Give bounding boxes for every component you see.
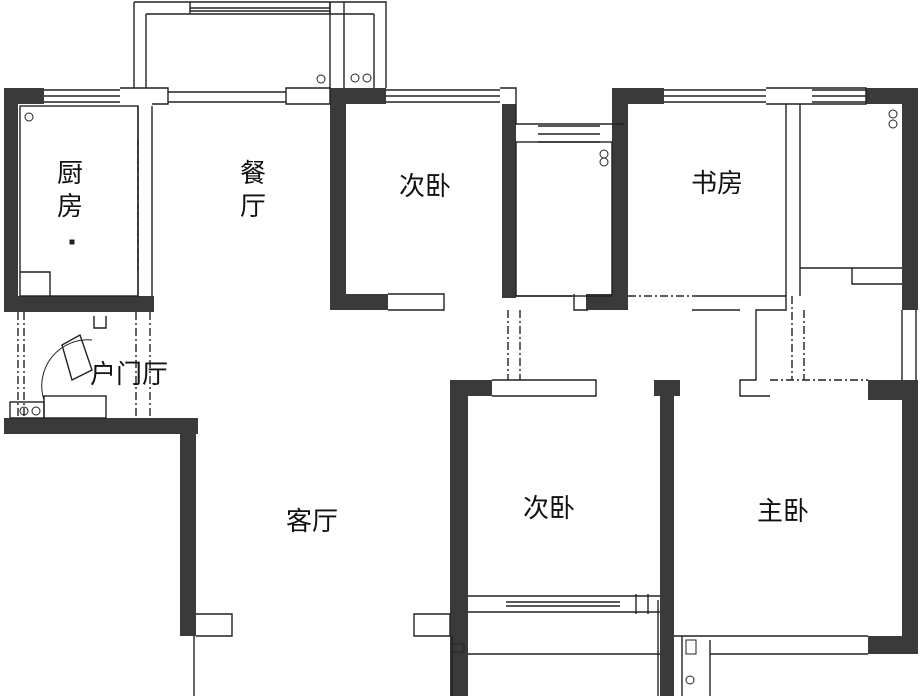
drain-icon-master — [685, 675, 695, 685]
kitchen-dot — [69, 239, 75, 245]
room-label-bedroom-south: 次卧 — [523, 494, 576, 524]
wall-kitchen-south — [4, 296, 154, 312]
study-south-wall — [692, 295, 787, 397]
entry-door-leaf — [61, 333, 93, 382]
master-south-window — [674, 635, 868, 696]
balcony-north-window — [190, 7, 330, 12]
wall-living-west — [180, 418, 196, 636]
wardrobe-line — [800, 267, 902, 285]
room-label-bedroom-north: 次卧 — [399, 172, 452, 202]
wall-bedroom-s-top — [450, 380, 492, 396]
walls — [4, 88, 918, 696]
bedroom-s-door-jamb — [492, 379, 597, 397]
fixtures — [19, 73, 898, 685]
fixture-master-box — [685, 639, 697, 655]
valve-icon-east-2 — [888, 119, 898, 129]
wall-bedroom-n-south — [330, 294, 388, 310]
thin-lines — [9, 1, 917, 696]
fixture-south-box — [451, 643, 465, 653]
wall-study-south — [586, 294, 628, 310]
bath-door-line — [516, 294, 588, 311]
bedroom-s-window-frame — [635, 594, 649, 614]
study-window — [664, 87, 867, 105]
entry-door-swing — [41, 339, 93, 401]
foyer-post — [93, 316, 107, 329]
drain-icon-balcony — [316, 74, 326, 84]
bath-outline — [515, 141, 613, 297]
foyer-east-dash — [135, 312, 151, 418]
kitchen-partition — [120, 87, 169, 296]
room-label-dining: 餐厅 — [239, 159, 266, 222]
valve-icon-foyer-1 — [19, 406, 29, 416]
dining-window — [168, 87, 331, 105]
master-closet-dash — [770, 296, 868, 381]
wall-study-west — [612, 88, 628, 310]
valve-icon-2 — [362, 73, 372, 83]
wall-bedroom-n-east — [502, 104, 516, 298]
corridor-dash — [507, 310, 521, 380]
valve-icon-1 — [350, 73, 360, 83]
kitchen-sink — [20, 271, 51, 296]
foyer-shoe-cabinet — [43, 395, 107, 419]
wall-foyer-south — [4, 418, 198, 434]
wall-kitchen-north-left — [4, 88, 44, 104]
valve-icon-kitchen — [24, 112, 34, 122]
valve-icon-bath-1 — [599, 149, 609, 159]
living-south-opening — [193, 636, 660, 696]
balcony-north-outline — [133, 1, 387, 88]
east-window-mid — [901, 310, 917, 380]
room-label-kitchen: 厨房 — [56, 159, 83, 222]
room-label-study: 书房 — [691, 169, 744, 199]
study-east-window — [785, 89, 866, 296]
wall-master-east — [902, 380, 918, 654]
wall-east-upper — [902, 88, 918, 310]
wall-bedroom-n-west — [330, 88, 346, 310]
valve-icon-east-1 — [888, 109, 898, 119]
valve-icon-bath-2 — [599, 157, 609, 167]
bath-window — [538, 125, 600, 143]
bedroom-s-window — [468, 595, 660, 613]
bedroom-n-door-jamb — [388, 293, 445, 311]
wall-bedroom-s-west — [450, 380, 468, 696]
bedroom-n-window — [386, 87, 624, 125]
room-label-foyer: 户门厅 — [90, 360, 169, 390]
room-label-living: 客厅 — [286, 507, 339, 537]
kitchen-window — [44, 89, 120, 103]
wall-master-west — [660, 380, 674, 696]
living-east-pier — [413, 613, 451, 637]
foyer-west-dash — [17, 312, 25, 418]
balcony-divider — [329, 2, 345, 88]
wall-master-south-right — [868, 636, 918, 654]
living-west-pier — [196, 613, 233, 637]
valve-icon-foyer-2 — [31, 406, 41, 416]
foyer-cabinet — [9, 401, 45, 419]
wall-kitchen-west — [4, 88, 18, 312]
room-label-master: 主卧 — [757, 497, 810, 527]
